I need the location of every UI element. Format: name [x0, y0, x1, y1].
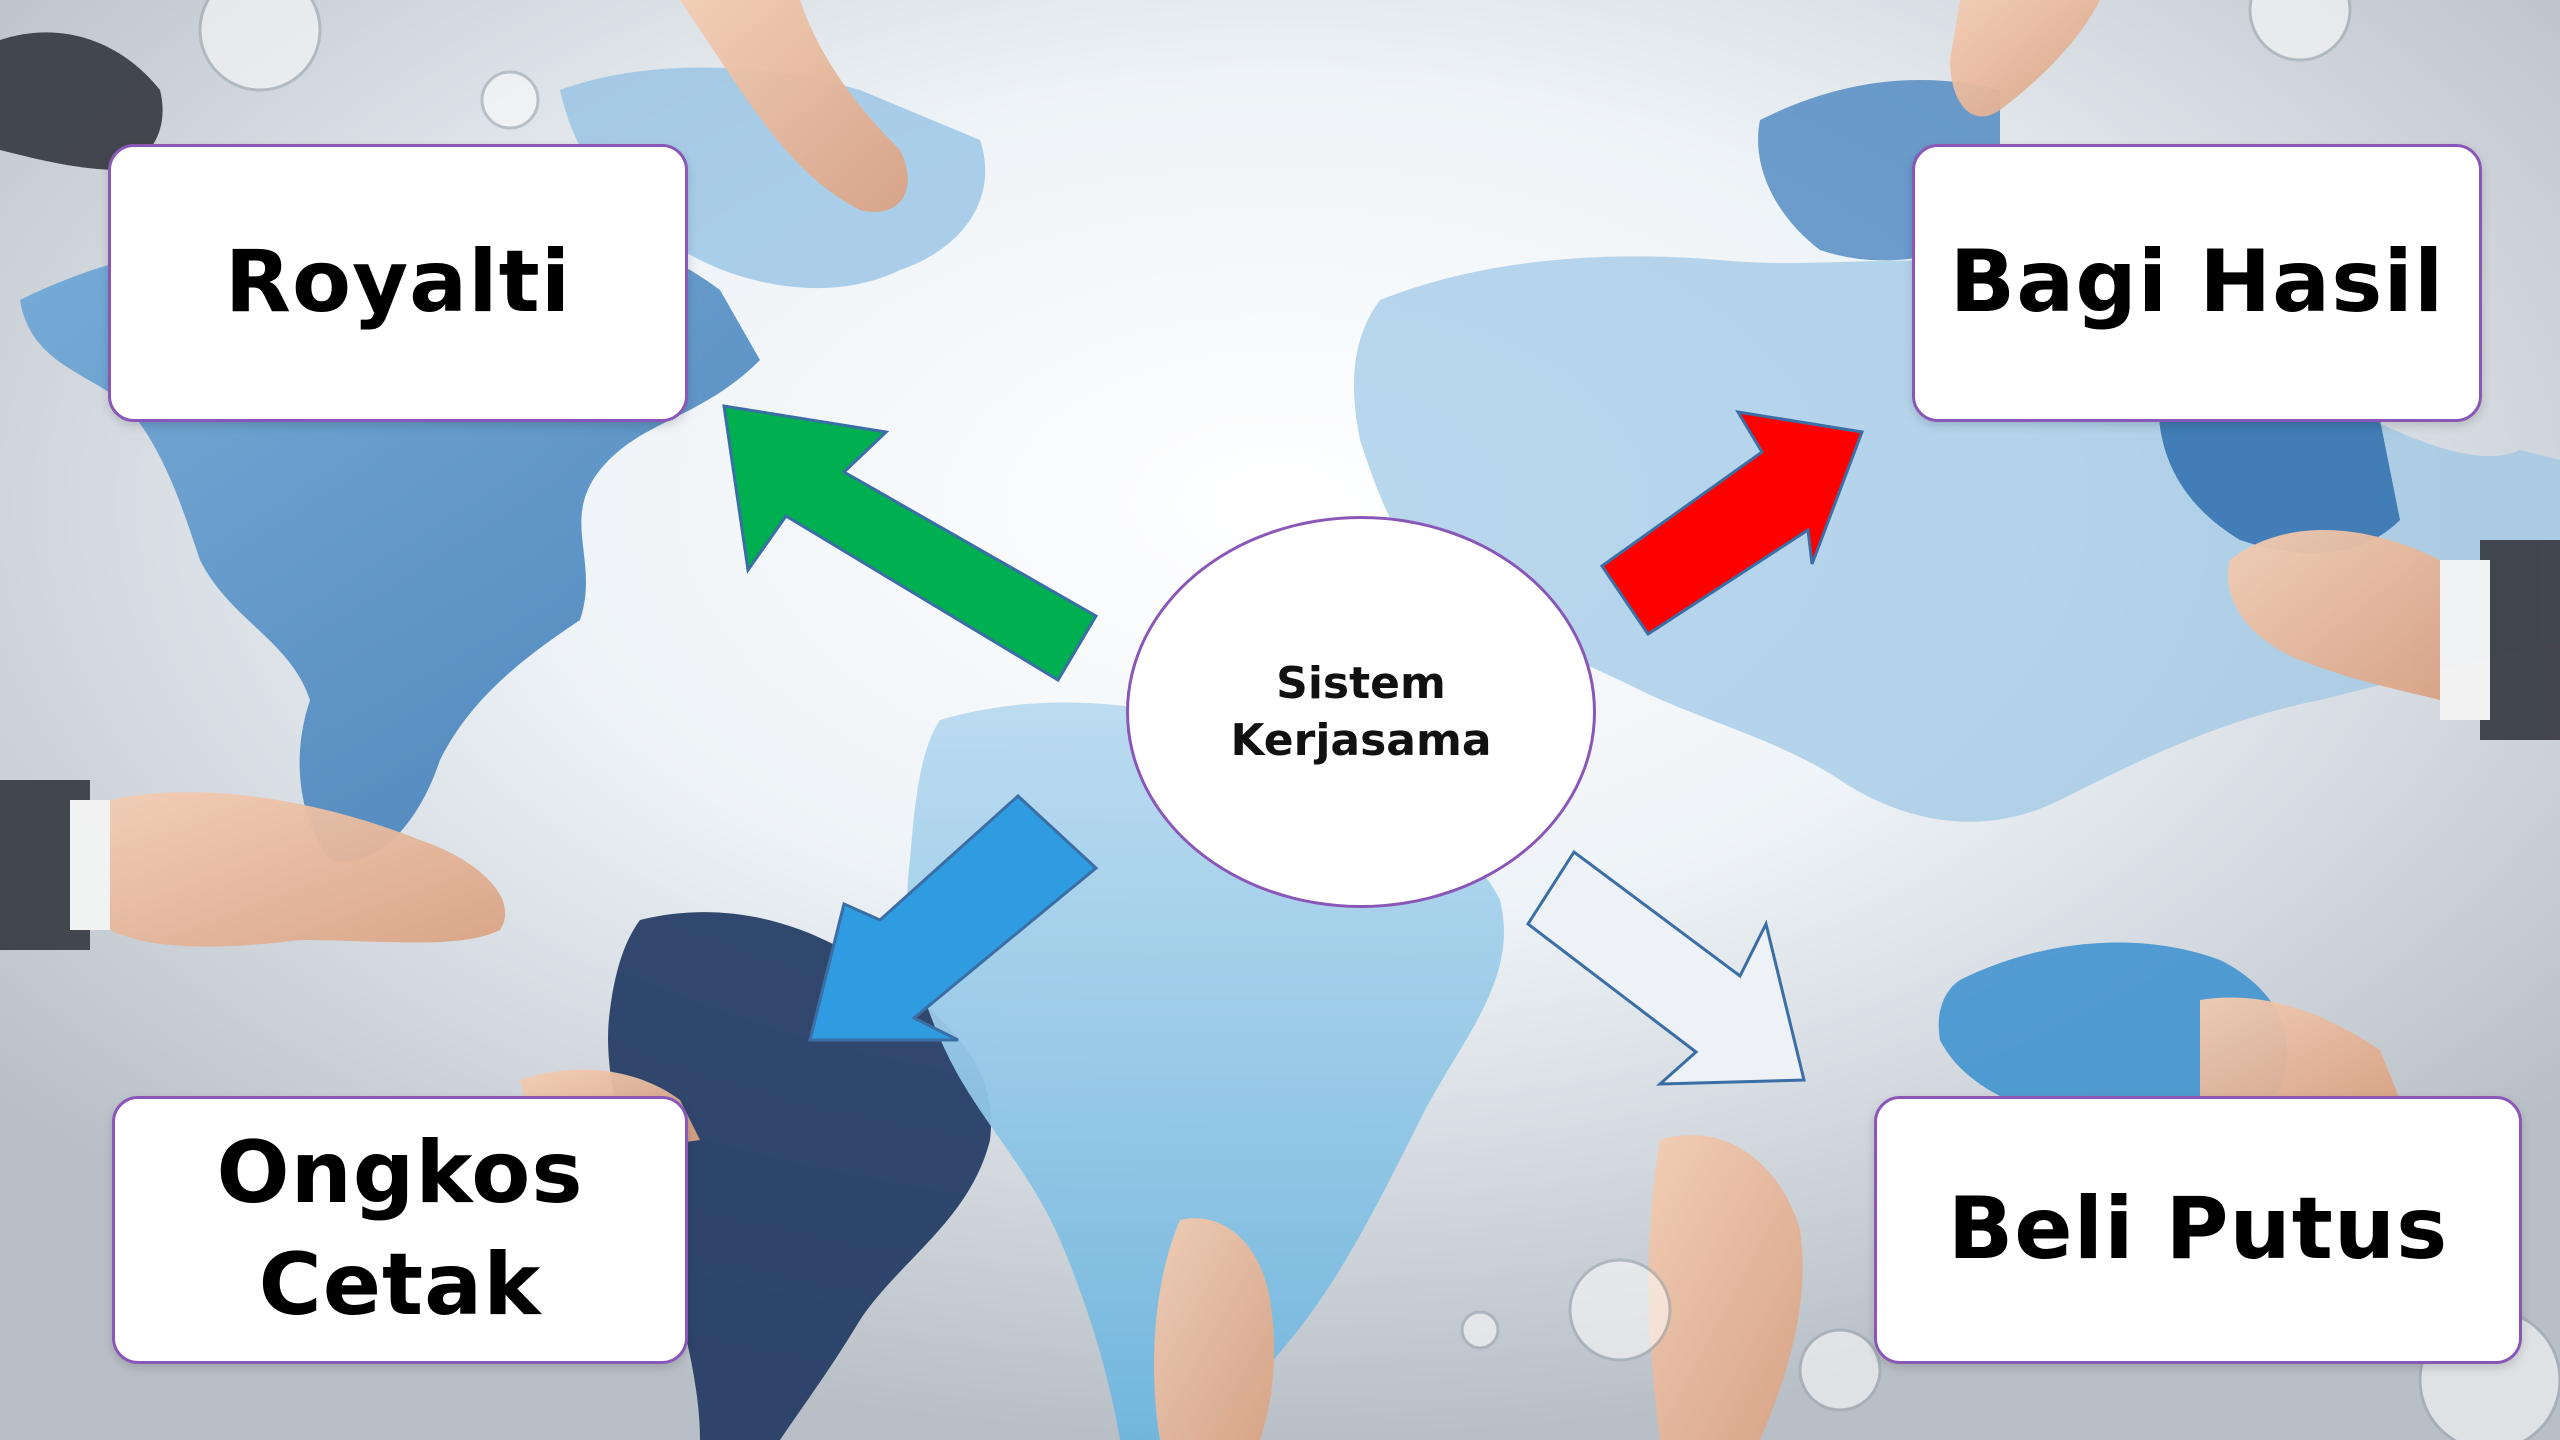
center-node: Sistem Kerjasama	[1126, 516, 1596, 908]
hand-top-left	[0, 0, 908, 212]
box-ongkos-cetak: Ongkos Cetak	[112, 1096, 688, 1364]
arrow-to-ongkos-cetak	[808, 793, 1099, 1042]
center-label: Sistem Kerjasama	[1230, 657, 1492, 766]
box-royalti: Royalti	[108, 144, 688, 422]
royalti-label: Royalti	[224, 232, 572, 333]
beli-putus-label: Beli Putus	[1947, 1179, 2449, 1280]
box-bagi-hasil: Bagi Hasil	[1912, 144, 2482, 422]
hand-top-right	[1950, 0, 2100, 117]
box-beli-putus: Beli Putus	[1874, 1096, 2522, 1364]
arrow-to-bagi-hasil	[1599, 410, 1865, 637]
hand-bottom-right	[1648, 997, 2400, 1440]
arrow-to-royalti	[722, 404, 1099, 683]
bagi-hasil-label: Bagi Hasil	[1949, 232, 2445, 333]
hand-bottom-center	[1154, 1218, 1275, 1440]
hand-left	[0, 780, 506, 950]
continent-south-america	[608, 912, 992, 1440]
ongkos-cetak-label: Ongkos Cetak	[216, 1123, 584, 1335]
arrow-to-beli-putus	[1525, 849, 1806, 1086]
hand-right	[2228, 530, 2560, 740]
